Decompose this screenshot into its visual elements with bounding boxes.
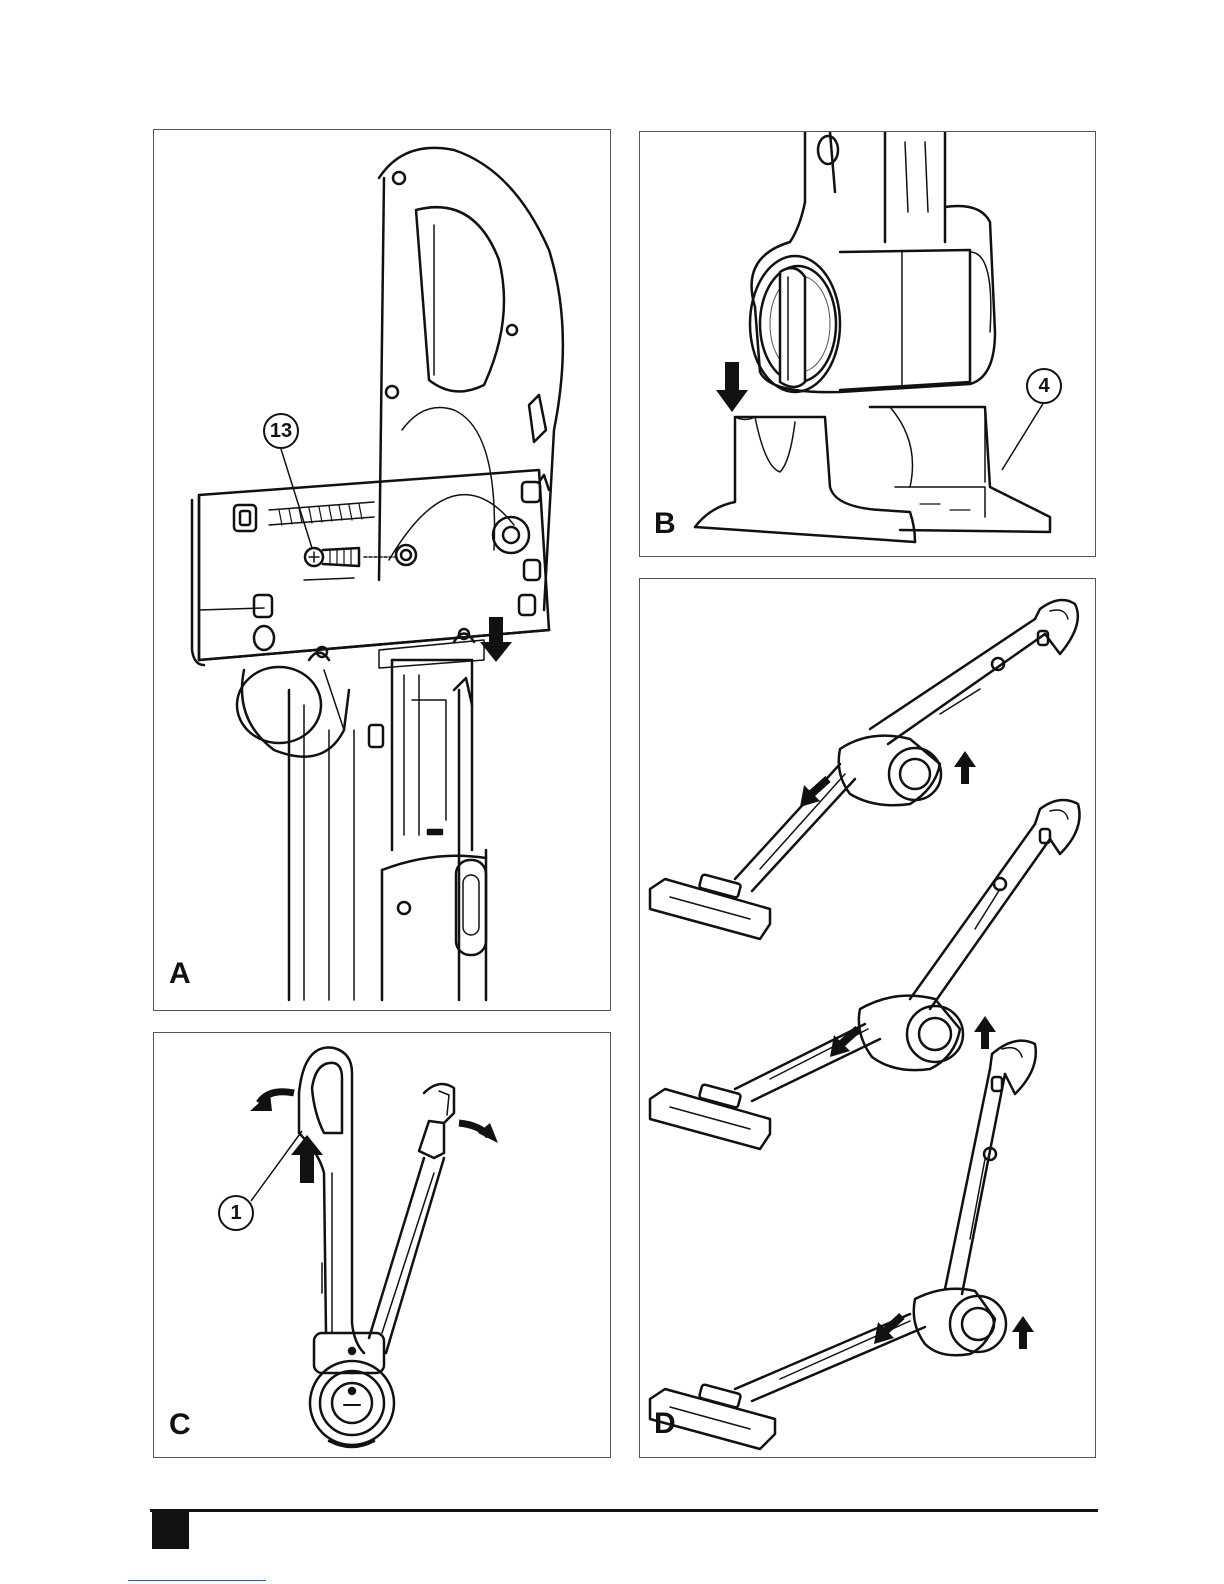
figure-c-callout-1: 1 — [218, 1195, 254, 1231]
figure-d-vacuum-2 — [650, 800, 1080, 1149]
figure-b-callout-4: 4 — [1026, 368, 1062, 404]
figure-d-illustration — [640, 579, 1095, 1457]
figure-d-letter: D — [654, 1409, 676, 1439]
figure-b-illustration — [640, 132, 1095, 556]
figure-c-panel: 1 C — [153, 1032, 611, 1458]
footer-rule — [150, 1509, 1098, 1512]
figure-d-vacuum-1 — [650, 600, 1078, 939]
figure-a-leader-line — [154, 130, 610, 1010]
figure-b-panel: 4 B — [639, 131, 1096, 557]
figure-c-letter: C — [169, 1410, 191, 1440]
figure-c-illustration — [154, 1033, 610, 1457]
figure-d-panel: D — [639, 578, 1096, 1458]
footer-link-underline — [128, 1580, 266, 1581]
figure-a-panel: 13 A — [153, 129, 611, 1011]
figure-a-letter: A — [169, 959, 191, 989]
page-number-block — [152, 1512, 189, 1549]
figure-b-letter: B — [654, 509, 676, 539]
